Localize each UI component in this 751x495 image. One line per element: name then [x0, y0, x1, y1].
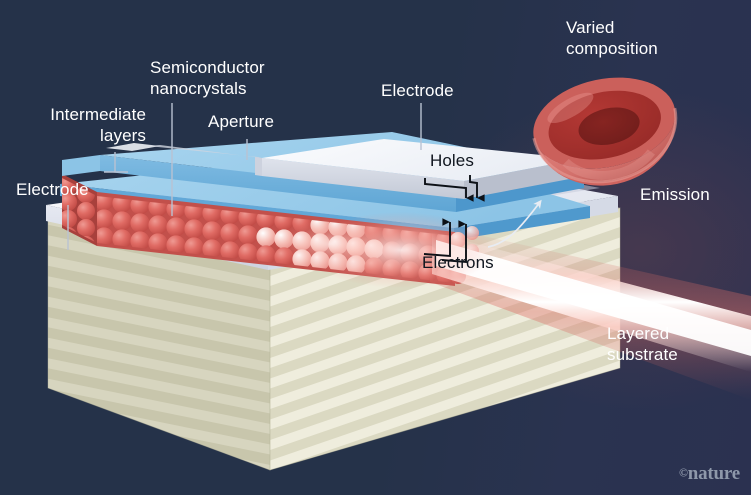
label-electrons: Electrons — [422, 253, 494, 272]
varied-composition-nanocrystal — [532, 77, 678, 186]
nature-credit: ©nature — [679, 463, 740, 485]
label-holes: Holes — [430, 151, 474, 170]
label-layered-substrate: Layered substrate — [607, 324, 678, 364]
label-electrode-top: Electrode — [381, 81, 454, 100]
copyright-icon: © — [678, 465, 688, 480]
emission-beam — [275, 212, 751, 400]
nanocrystal-callout-arrow — [487, 199, 542, 248]
label-emission: Emission — [640, 185, 710, 204]
holes-arrows — [424, 175, 485, 202]
nature-wordmark: nature — [687, 463, 740, 484]
label-semiconductor-nanocrystals: Semiconductor nanocrystals — [150, 58, 265, 98]
label-varied-composition: Varied composition — [566, 18, 658, 58]
label-aperture: Aperture — [208, 112, 275, 131]
label-electrode-left: Electrode — [16, 180, 89, 199]
electrons-arrows — [423, 218, 467, 264]
label-intermediate-layers: Intermediate layers — [50, 105, 146, 145]
top-electrode — [106, 139, 580, 199]
leader-lines — [67, 103, 422, 250]
